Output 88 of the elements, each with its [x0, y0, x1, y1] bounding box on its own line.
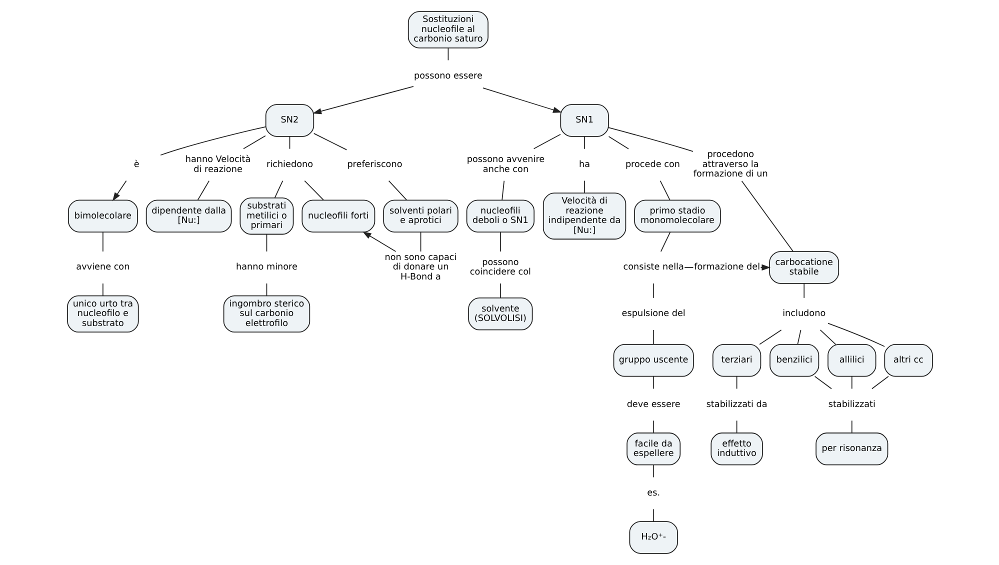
arrow	[482, 88, 562, 113]
node-text: es.	[646, 488, 660, 498]
node-box: solvente (SOLVOLISI)	[468, 298, 532, 330]
connector	[608, 136, 628, 150]
connector	[652, 508, 654, 522]
node-text: ha	[578, 160, 590, 170]
node-box: substrati metilici o primari	[239, 198, 294, 235]
connector	[652, 330, 654, 345]
node-box: carbocatione stabile	[768, 251, 839, 284]
node-text: includono	[782, 309, 826, 320]
connector	[736, 420, 737, 434]
connector	[388, 180, 407, 201]
connector	[652, 420, 654, 434]
node-text: possono avvenire anche con	[466, 155, 544, 175]
connector	[274, 180, 283, 198]
connector	[532, 134, 560, 150]
node-text: procede con	[624, 160, 680, 170]
node-box: Velocità di reazione indipendente da [Nu:]	[542, 192, 626, 240]
connector	[796, 330, 801, 345]
node-box: SN1	[560, 104, 608, 137]
connector	[850, 376, 852, 390]
connector	[312, 133, 347, 150]
connector	[819, 330, 836, 345]
node-text: stabilizzati da	[706, 400, 767, 410]
node-box: solventi polari e aprotici	[382, 200, 458, 232]
connector	[608, 127, 693, 152]
node-box: facile da espellere	[626, 432, 680, 466]
connector	[196, 180, 210, 201]
connector	[740, 180, 794, 252]
connector	[850, 420, 852, 434]
node-box: SN2	[264, 104, 314, 137]
node-box: per risonanza	[815, 432, 888, 466]
node-text: avviene con	[76, 262, 130, 273]
arrow	[112, 180, 126, 202]
node-text: non sono capaci di donare un H-Bond a	[384, 252, 456, 282]
connector	[160, 126, 266, 156]
node-text: preferiscono	[346, 160, 402, 170]
node-text: richiedono	[266, 160, 312, 170]
node-box: H₂O⁺-	[628, 521, 678, 554]
node-box: terziari	[712, 344, 761, 377]
connector	[288, 136, 290, 150]
connector	[736, 376, 737, 390]
node-box: nucleofili deboli o SN1	[466, 200, 534, 232]
connector	[266, 283, 267, 296]
node-box: allilici	[827, 344, 876, 377]
node-box: gruppo uscente	[612, 344, 694, 377]
node-text: possono essere	[413, 71, 482, 82]
connector	[652, 376, 654, 390]
node-box: effetto induttivo	[710, 432, 762, 466]
node-text: consiste nella	[622, 262, 684, 273]
node-text: formazione del	[694, 262, 760, 273]
connector	[420, 232, 421, 252]
connector	[652, 464, 654, 478]
connector	[242, 135, 266, 150]
connector	[659, 180, 670, 201]
arrow	[362, 231, 396, 252]
connector	[803, 283, 804, 298]
connector	[652, 283, 654, 298]
connector	[501, 180, 504, 201]
node-box: nucleofili forti	[301, 200, 375, 232]
node-text: possono coincidere col	[469, 258, 531, 278]
node-box: unico urto tra nucleofilo e substrato	[66, 295, 138, 333]
connector	[814, 376, 832, 390]
node-text: deve essere	[626, 400, 680, 410]
connector	[304, 180, 324, 201]
node-box: bimolecolare	[67, 200, 138, 232]
connector	[102, 283, 103, 296]
connector	[827, 322, 884, 347]
connector	[871, 376, 888, 390]
connector	[758, 330, 782, 345]
connector	[660, 232, 670, 252]
node-text: hanno Velocità di reazione	[184, 155, 250, 175]
node-box: benzilici	[769, 344, 819, 377]
arrow	[312, 86, 414, 114]
connector	[102, 232, 103, 252]
node-text: hanno minore	[236, 262, 297, 273]
node-box: primo stadio monomolecolare	[634, 200, 720, 232]
node-box: dipendente dalla [Nu:]	[145, 200, 232, 232]
connector	[684, 267, 694, 268]
connector	[447, 48, 448, 61]
connector	[266, 234, 267, 252]
node-box: altri cc	[884, 344, 932, 377]
node-text: stabilizzati	[828, 400, 875, 410]
node-box: Sostituzioni nucleofile al carbonio saturo	[407, 11, 488, 48]
node-text: è	[133, 160, 139, 170]
node-box: ingombro sterico sul carbonio elettrofilo	[222, 295, 310, 333]
node-text: espulsione del	[621, 309, 685, 320]
node-text: procedono attraverso la formazione di un	[692, 150, 768, 180]
